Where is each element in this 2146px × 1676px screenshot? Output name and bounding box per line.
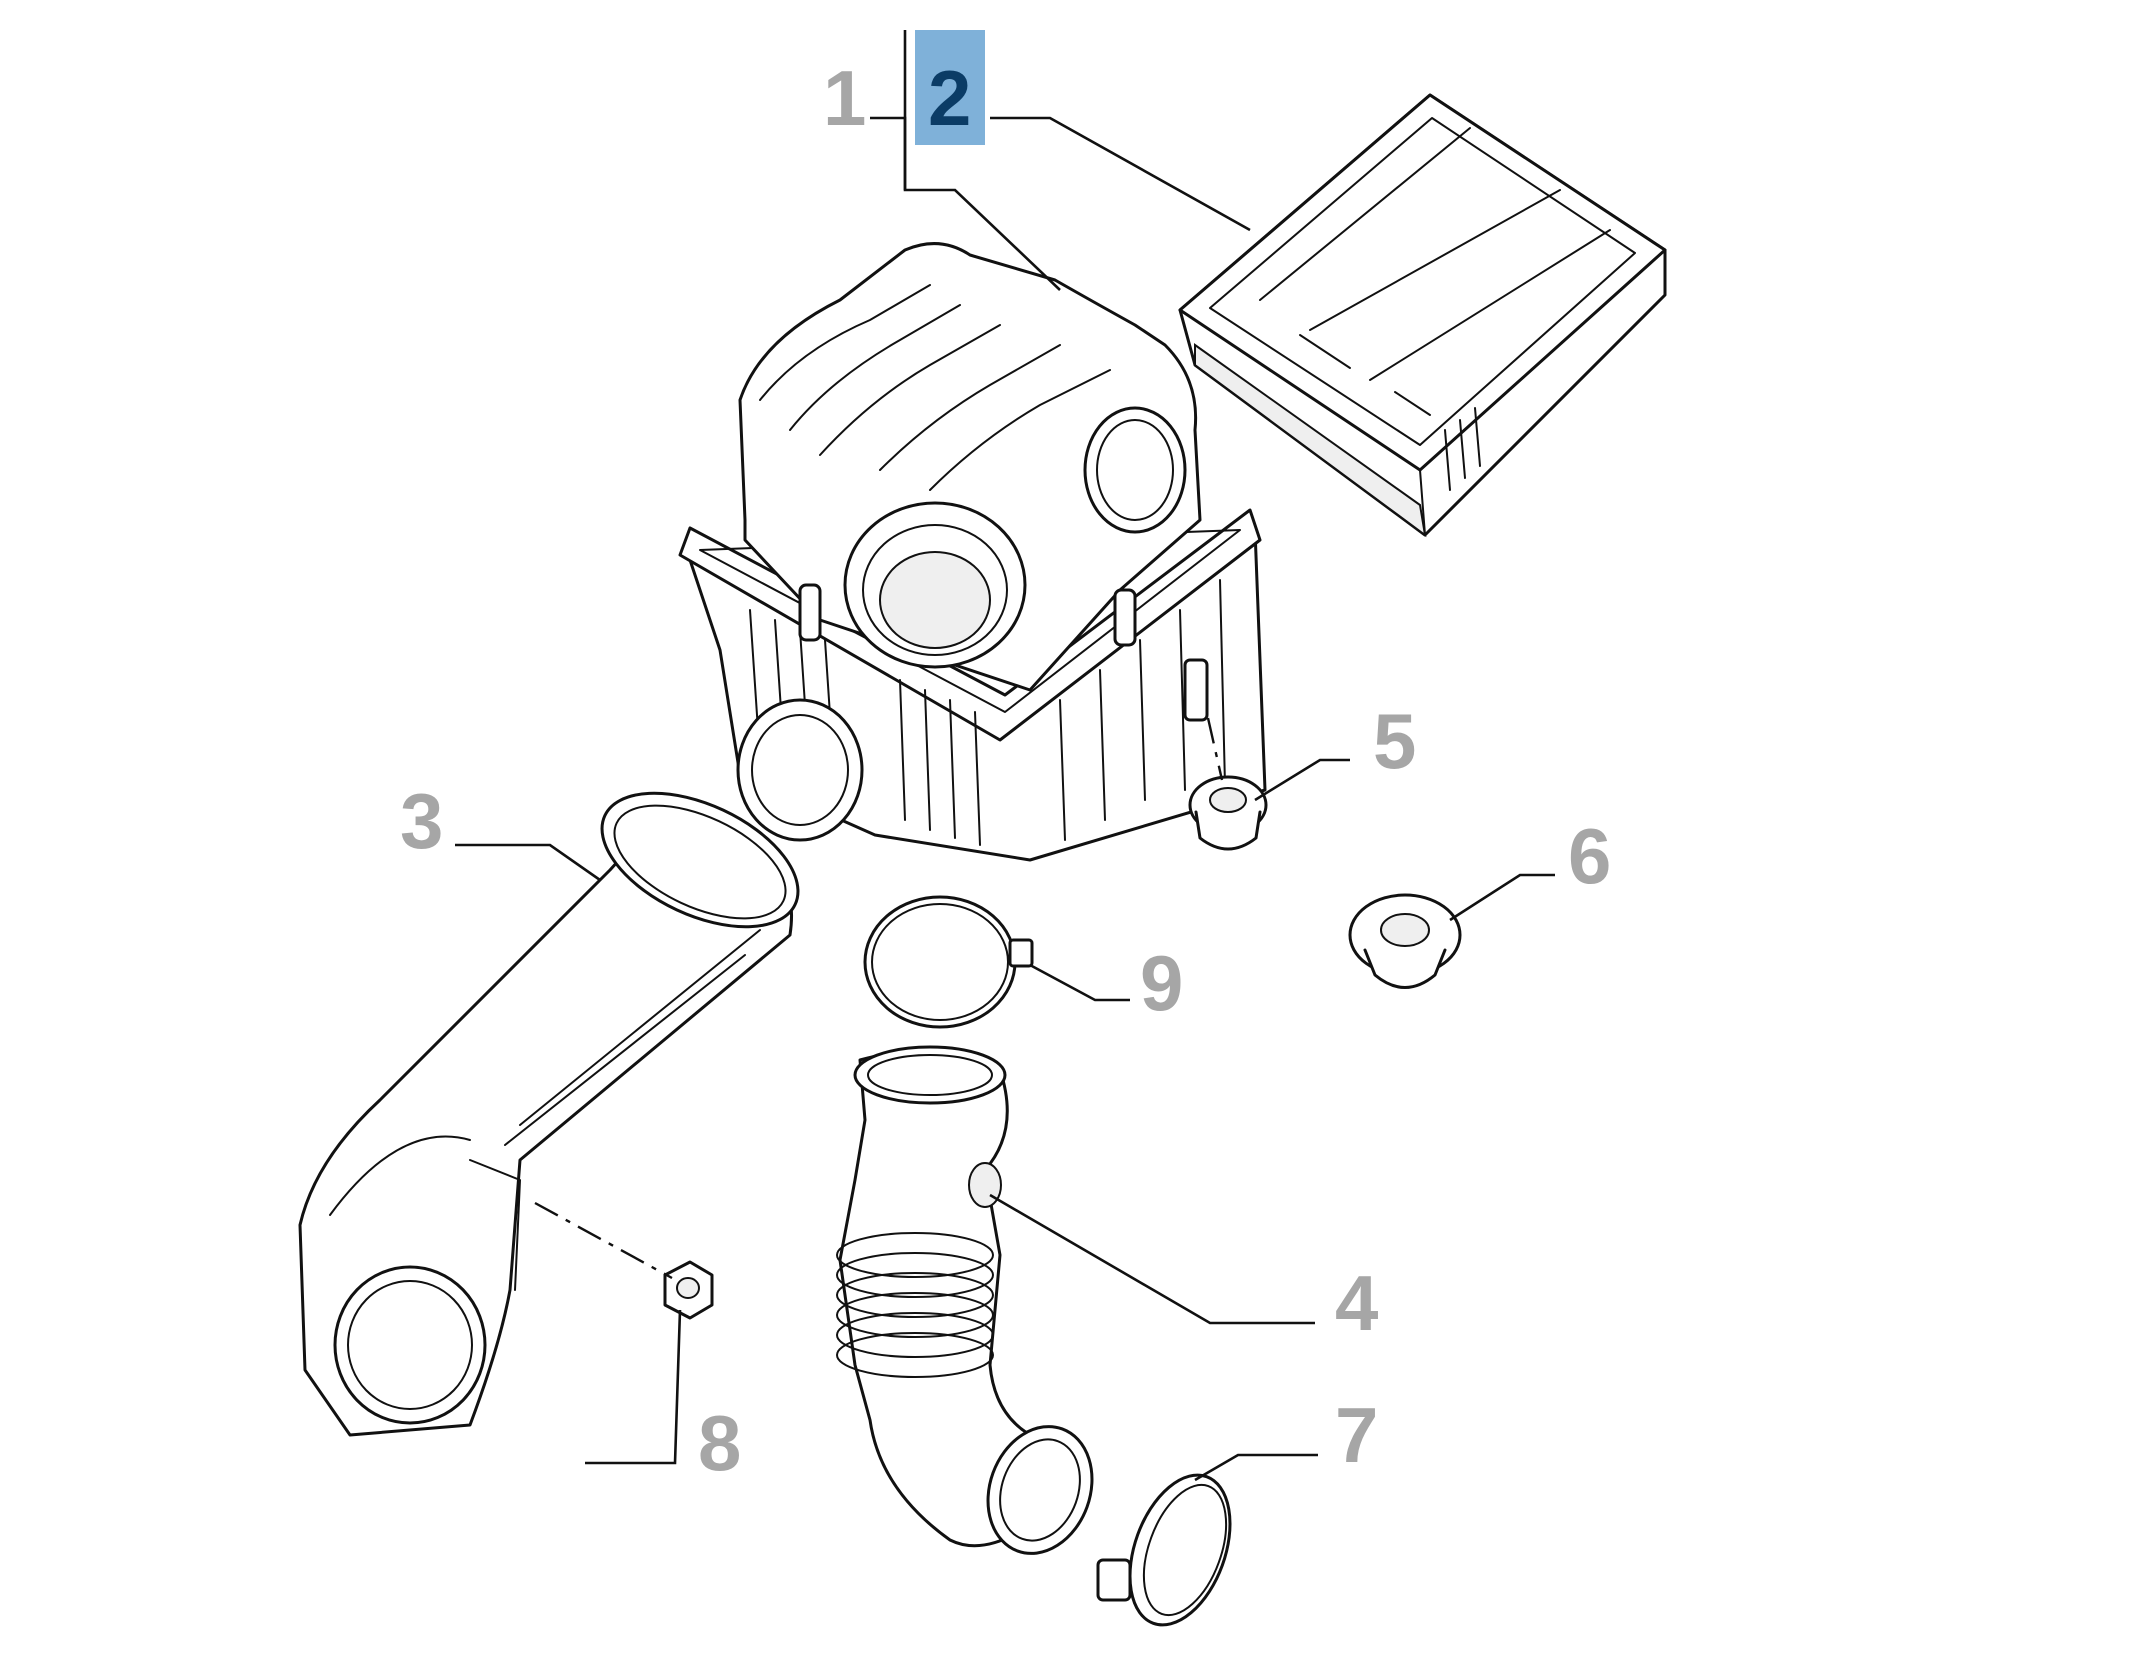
callout-2[interactable]: 2 [928,54,971,142]
callout-5[interactable]: 5 [1373,697,1416,785]
part-grommet[interactable] [1188,775,1268,851]
part-hose-clamp-lower[interactable] [1096,1461,1249,1638]
leader-8-axis [534,1201,673,1280]
callout-6[interactable]: 6 [1568,812,1611,900]
callout-8[interactable]: 8 [698,1399,741,1487]
callout-3[interactable]: 3 [400,777,443,865]
leader-3 [455,843,601,882]
callout-9[interactable]: 9 [1140,939,1183,1027]
leader-9 [1029,963,1130,1002]
part-outlet-hose[interactable] [836,1045,1109,1568]
part-rubber-mount[interactable] [1348,893,1462,989]
part-air-filter-element[interactable] [1178,93,1667,538]
callout-7[interactable]: 7 [1335,1391,1378,1479]
leader-7 [1194,1453,1318,1482]
leader-lines [455,30,1555,1482]
leader-4 [989,1193,1315,1325]
callout-4[interactable]: 4 [1335,1259,1378,1347]
leader-5-axis [1206,717,1224,781]
part-air-filter-housing[interactable] [678,242,1267,862]
leader-5 [1254,758,1350,802]
leader-6 [1449,873,1555,922]
callouts: 1 2 3 4 5 6 7 8 9 [400,30,1611,1487]
selected-callout-highlight [915,30,985,145]
leader-8 [585,1309,682,1465]
part-nut[interactable] [663,1260,714,1320]
callout-1[interactable]: 1 [823,54,866,142]
part-intake-duct[interactable] [298,766,818,1437]
part-hose-clamp-upper[interactable] [863,895,1034,1029]
leader-2 [990,116,1251,232]
